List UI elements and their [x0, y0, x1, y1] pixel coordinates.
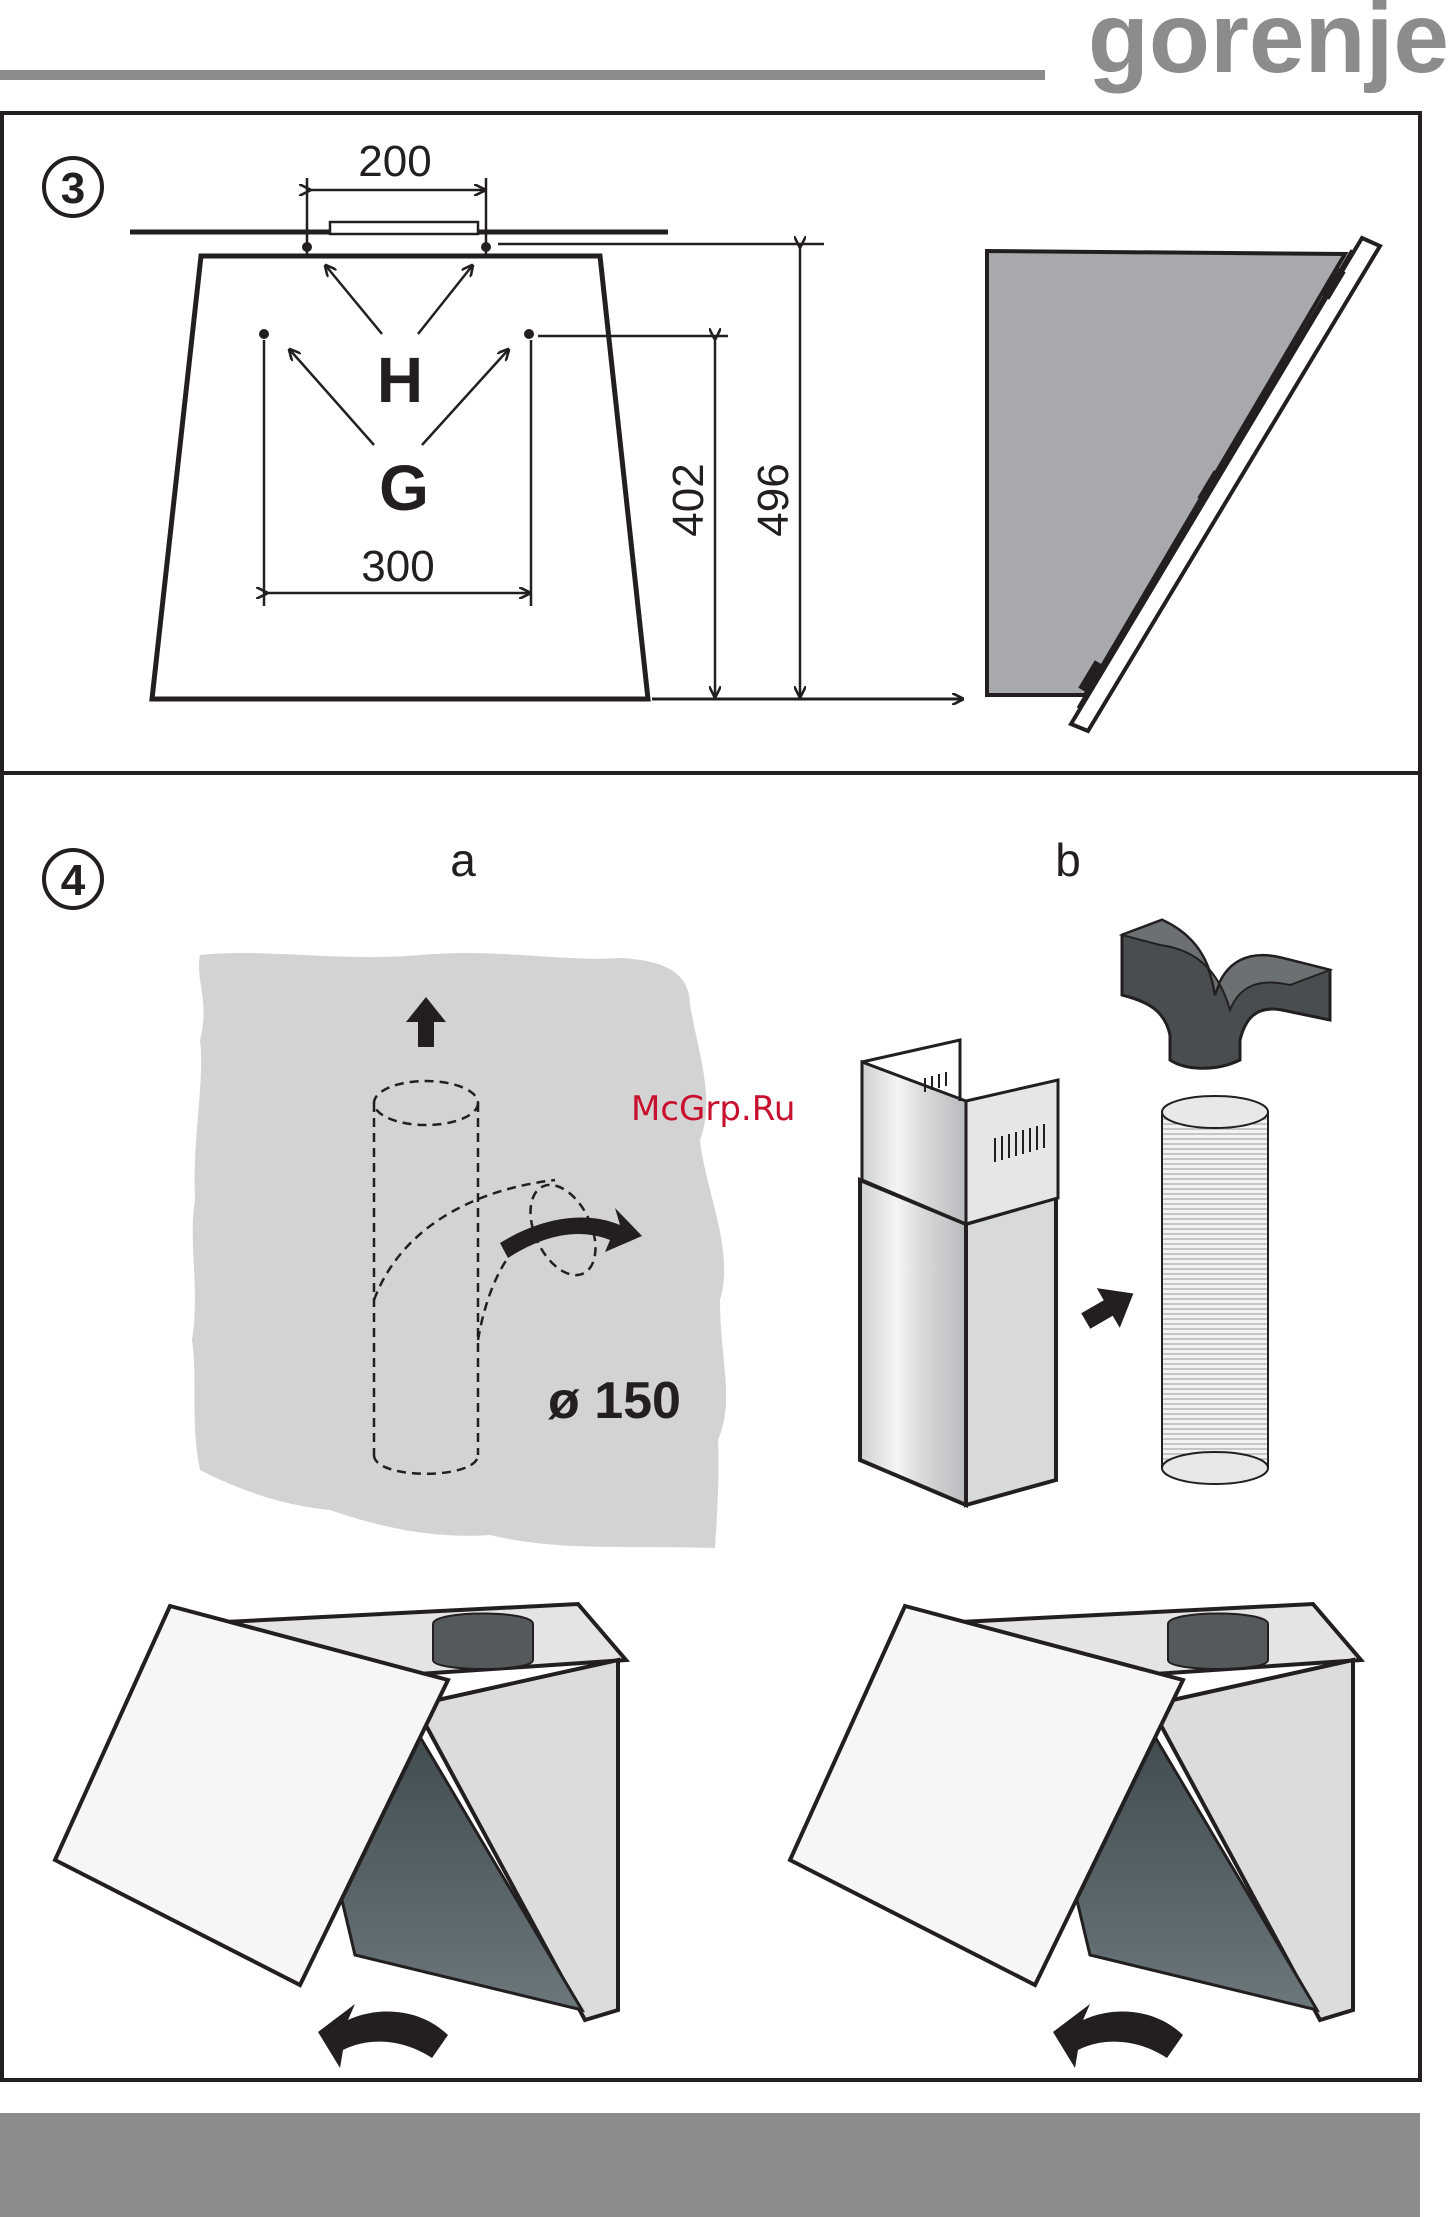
brand-logo: gorenje	[1088, 0, 1449, 94]
chimney-lower-front	[860, 1180, 966, 1505]
hood-a-motor	[433, 1614, 533, 1670]
dim-200-label: 200	[358, 137, 431, 186]
step4-panel: 4 a b ø 150 McGrp.Ru	[2, 773, 1420, 2080]
dim-300-label: 300	[361, 542, 434, 591]
header-rule	[0, 70, 1045, 80]
mounting-template: 200 H G 300 402 496	[130, 137, 962, 699]
wall-duct-illustration: ø 150 McGrp.Ru	[192, 953, 795, 1548]
hood-side-view	[987, 238, 1380, 731]
hood-b-motor	[1168, 1614, 1268, 1670]
hood-open-a	[55, 1604, 626, 2068]
label-h: H	[377, 344, 423, 416]
label-a: a	[450, 834, 476, 886]
flex-duct-top	[1162, 1096, 1268, 1128]
footer-bar	[0, 2113, 1420, 2217]
duct-diameter: ø 150	[548, 1372, 681, 1430]
duct-adapter	[1122, 920, 1330, 1068]
right-arrow	[1074, 1274, 1145, 1341]
hood-b-close-arrow	[1053, 2004, 1183, 2068]
hood-side-panel	[987, 251, 1345, 695]
hood-a-close-arrow	[318, 2004, 448, 2068]
screw-point-top-right	[481, 242, 491, 252]
screw-point-mid-right	[524, 329, 534, 339]
flex-duct-body	[1162, 1112, 1268, 1468]
step4-number: 4	[61, 856, 86, 905]
flex-duct-bottom	[1162, 1452, 1268, 1484]
flexible-duct	[1162, 1096, 1268, 1484]
screw-point-top-left	[302, 242, 312, 252]
step3-number: 3	[61, 164, 85, 213]
label-b: b	[1055, 834, 1081, 886]
top-cutout	[330, 222, 478, 234]
dim-496-label: 496	[749, 463, 798, 536]
chimney-lower-side	[966, 1198, 1056, 1505]
screw-point-mid-left	[259, 329, 269, 339]
dim-402-label: 402	[664, 463, 713, 536]
page-header: gorenje	[0, 0, 1449, 94]
label-g: G	[379, 452, 429, 524]
chimney-upper-side	[966, 1080, 1058, 1224]
step3-panel: 3 200 H G	[2, 113, 1420, 773]
hood-open-b	[790, 1604, 1361, 2068]
watermark: McGrp.Ru	[631, 1089, 795, 1129]
wall-area	[192, 953, 726, 1548]
chimney-kit-illustration	[860, 920, 1330, 1505]
